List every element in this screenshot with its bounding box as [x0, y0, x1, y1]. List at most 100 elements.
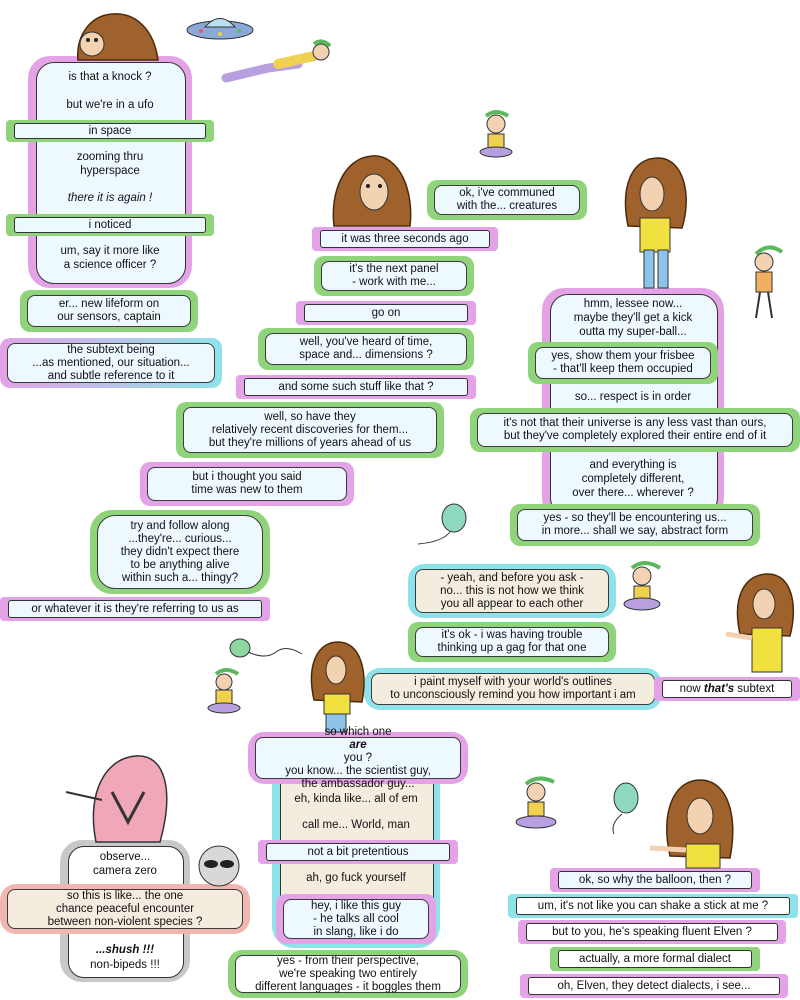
- speech-line: hmm, lessee now... maybe they'll get a k…: [573, 298, 693, 338]
- balloon-icon: [229, 638, 303, 658]
- floating-character-illustration: [515, 776, 557, 829]
- speech-strip-text: it was three seconds ago: [341, 233, 469, 245]
- speech-strip: go on: [296, 301, 476, 325]
- speech-strip-text: ok, so why the balloon, then ?: [578, 874, 732, 886]
- speech-strip: oh, Elven, they detect dialects, i see..…: [520, 974, 788, 998]
- speech-text: the subtext being ...as mentioned, our s…: [32, 343, 190, 382]
- speech-strip-text: oh, Elven, they detect dialects, i see..…: [557, 980, 751, 992]
- speech-text: well, you've heard of time, space and...…: [299, 336, 433, 361]
- speech-bubble: well, so have they relatively recent dis…: [176, 402, 444, 458]
- speech-text: er... new lifeform on our sensors, capta…: [57, 298, 161, 323]
- speech-bubble: - yeah, and before you ask - no... this …: [408, 564, 616, 618]
- speech-line: ah, go fuck yourself: [306, 872, 406, 884]
- speech-text: you ? you know... the scientist guy, the…: [285, 751, 431, 790]
- speech-text: it's the next panel - work with me...: [349, 263, 439, 288]
- balloon-icon: [417, 503, 467, 545]
- alien-head-illustration: [198, 845, 240, 887]
- speech-strip: not a bit pretentious: [258, 840, 458, 864]
- standing-character-illustration: [310, 641, 365, 733]
- speech-bubble: it's the next panel - work with me...: [314, 256, 474, 296]
- speech-strip: ok, so why the balloon, then ?: [550, 868, 760, 892]
- speech-line: um, say it more like a science officer ?: [60, 245, 160, 271]
- speech-bubble: so this is like... the one chance peacef…: [0, 884, 250, 934]
- speech-column-left-inner: [36, 62, 186, 284]
- speech-strip: in space: [6, 120, 214, 142]
- speech-strip: and some such stuff like that ?: [236, 375, 476, 399]
- speech-text: it's not that their universe is any less…: [503, 417, 767, 442]
- speech-strip-text: or whatever it is they're referring to u…: [31, 603, 239, 615]
- speech-text: now: [679, 683, 704, 695]
- emphasis-text: that's: [703, 683, 735, 695]
- speech-strip-text: i noticed: [88, 219, 132, 231]
- speech-line: but we're in a ufo: [66, 99, 154, 111]
- speech-strip: now that's subtext: [654, 677, 800, 701]
- speech-text: try and follow along ...they're... curio…: [120, 519, 240, 584]
- speech-bubble: yes - so they'll be encountering us... i…: [510, 504, 760, 546]
- speech-text: so this is like... the one chance peacef…: [47, 889, 203, 928]
- speech-strip-text: um, it's not like you can shake a stick …: [537, 900, 769, 912]
- speech-strip: i noticed: [6, 214, 214, 236]
- speech-line: so... respect is in order: [574, 391, 692, 403]
- speech-text: but i thought you said time was new to t…: [191, 471, 303, 496]
- speech-bubble: yes - from their perspective, we're spea…: [228, 950, 468, 998]
- speech-strip-text: in space: [88, 125, 132, 137]
- speech-bubble: ok, i've communed with the... creatures: [427, 180, 587, 220]
- speech-line: there it is again !: [67, 192, 153, 204]
- speech-strip: or whatever it is they're referring to u…: [0, 597, 270, 621]
- speech-text: so which one are you ? you know... the s…: [285, 726, 431, 791]
- speech-bubble: so which one are you ? you know... the s…: [248, 726, 468, 790]
- speech-strip: um, it's not like you can shake a stick …: [508, 894, 798, 918]
- speech-bubble: but i thought you said time was new to t…: [140, 462, 354, 506]
- speech-text: hey, i like this guy - he talks all cool…: [311, 899, 401, 938]
- balloon-icon: [612, 782, 639, 835]
- speech-text: well, so have they relatively recent dis…: [208, 410, 412, 449]
- speech-text: - yeah, and before you ask - no... this …: [440, 571, 584, 610]
- speech-text: ok, i've communed with the... creatures: [456, 187, 558, 212]
- speech-line: ...shush !!!: [95, 944, 155, 956]
- speech-bubble: yes, show them your frisbee - that'll ke…: [528, 342, 718, 384]
- speech-text: yes - so they'll be encountering us... i…: [541, 512, 729, 537]
- speech-text: so which one: [324, 725, 392, 738]
- speech-text: yes - from their perspective, we're spea…: [255, 954, 441, 993]
- floating-character-illustration: [207, 668, 241, 714]
- speech-bubble: the subtext being ...as mentioned, our s…: [0, 338, 222, 388]
- speech-line: eh, kinda like... all of em: [294, 793, 418, 805]
- speech-line: non-bipeds !!!: [90, 959, 160, 971]
- speech-text: it's ok - i was having trouble thinking …: [437, 629, 587, 654]
- speech-bubble: hey, i like this guy - he talks all cool…: [276, 894, 436, 944]
- speech-line: call me... World, man: [302, 819, 410, 831]
- speech-column-right-inner: [550, 294, 718, 516]
- speech-strip-text: not a bit pretentious: [307, 846, 409, 858]
- speech-text: yes, show them your frisbee - that'll ke…: [551, 350, 695, 375]
- speech-bubble: i paint myself with your world's outline…: [364, 668, 662, 710]
- speech-strip-text: actually, a more formal dialect: [579, 953, 731, 965]
- speech-bubble: try and follow along ...they're... curio…: [90, 510, 270, 594]
- speech-bubble: well, you've heard of time, space and...…: [258, 328, 474, 370]
- floating-character-illustration: [754, 245, 784, 319]
- flying-character-illustration: [221, 39, 332, 83]
- hairy-character-illustration: [77, 13, 159, 61]
- speech-strip-text: and some such stuff like that ?: [278, 381, 434, 393]
- speech-strip: but to you, he's speaking fluent Elven ?: [518, 920, 786, 944]
- speech-strip-text: but to you, he's speaking fluent Elven ?: [552, 926, 752, 938]
- hairy-character-illustration: [332, 155, 412, 227]
- speech-strip-text: go on: [371, 307, 401, 319]
- speech-line: and everything is completely different, …: [572, 459, 694, 499]
- floating-character-illustration: [623, 561, 662, 611]
- speech-bubble: er... new lifeform on our sensors, capta…: [20, 290, 198, 332]
- alien-creature-illustration: [65, 755, 168, 843]
- speech-text: subtext: [734, 683, 775, 695]
- speech-line: zooming thru hyperspace: [76, 151, 144, 177]
- speech-bubble: it's ok - i was having trouble thinking …: [408, 622, 616, 662]
- emphasis-text: are: [349, 738, 367, 751]
- speech-strip: it was three seconds ago: [312, 227, 498, 251]
- standing-character-illustration: [624, 157, 687, 289]
- pointing-character-illustration: [725, 573, 795, 673]
- speech-strip-text: now that's subtext: [680, 683, 775, 695]
- ufo-icon: [186, 18, 254, 40]
- speech-line: is that a knock ?: [68, 71, 152, 83]
- speech-line: observe... camera zero: [93, 851, 157, 877]
- speech-strip: actually, a more formal dialect: [550, 947, 760, 971]
- hairy-character-illustration: [649, 779, 734, 869]
- speech-bubble: it's not that their universe is any less…: [470, 408, 800, 452]
